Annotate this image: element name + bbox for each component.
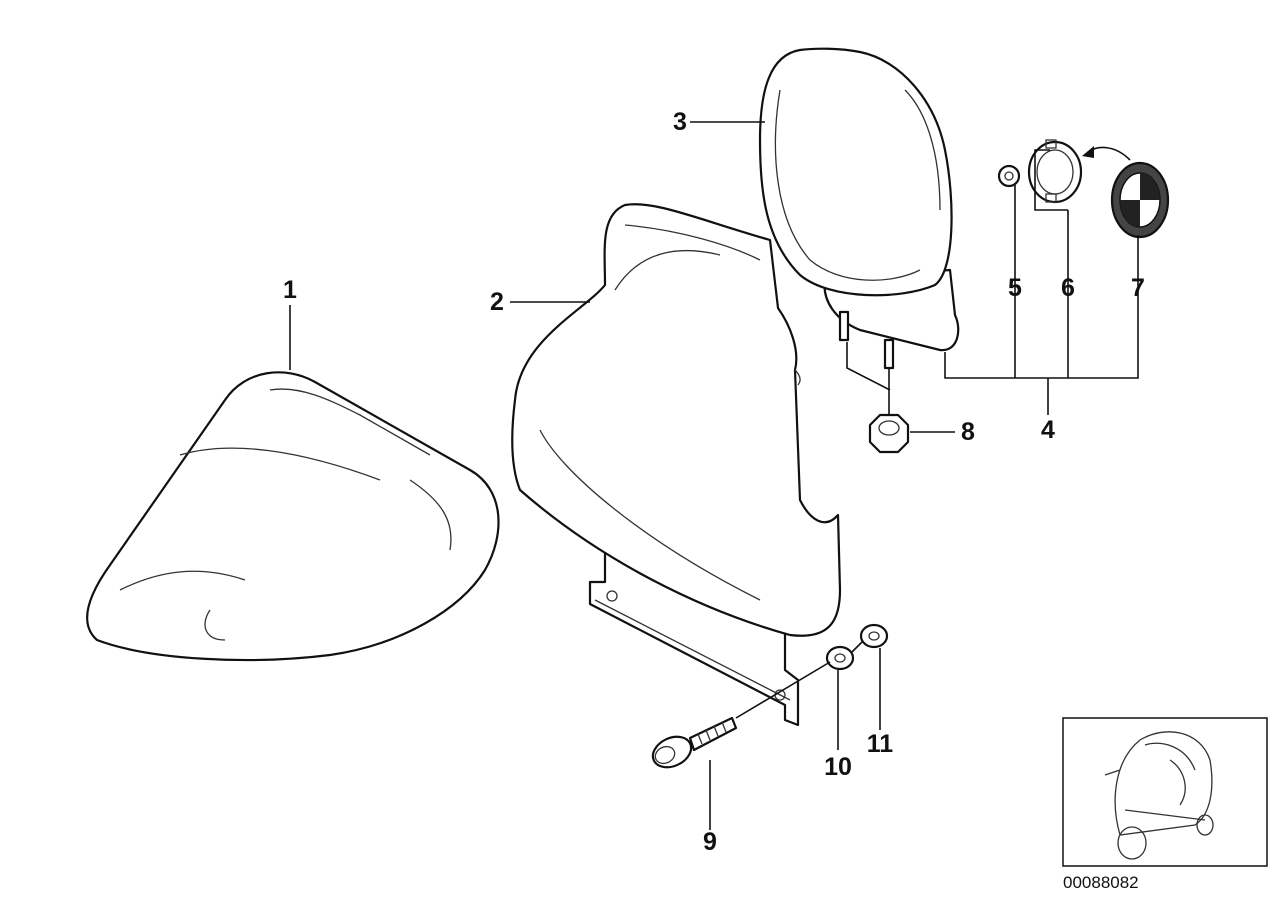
part-10-washer[interactable] <box>825 645 855 671</box>
callout-11: 11 <box>867 730 894 758</box>
callout-3: 3 <box>673 108 687 136</box>
part-5-nut[interactable] <box>997 164 1021 188</box>
diagram-number: 00088082 <box>1063 873 1139 892</box>
thumbnail-inset <box>1062 717 1268 867</box>
part-11-washer[interactable] <box>859 623 889 649</box>
callout-5: 5 <box>1008 274 1022 302</box>
part-9-screw[interactable] <box>648 716 738 773</box>
part-7-badge[interactable] <box>1082 146 1170 239</box>
part-2-backrest[interactable] <box>511 203 842 727</box>
callout-4: 4 <box>1041 416 1055 444</box>
leader-lines <box>289 121 1139 830</box>
callout-2: 2 <box>490 288 504 316</box>
part-8-hex-nut[interactable] <box>868 413 910 454</box>
callout-8: 8 <box>961 418 975 446</box>
scooter-illustration <box>1104 731 1214 860</box>
callout-6: 6 <box>1061 274 1075 302</box>
part-1-side-panel[interactable] <box>85 371 500 662</box>
part-3-headrest[interactable] <box>758 47 960 370</box>
callout-9: 9 <box>703 828 717 856</box>
part-6-ring[interactable] <box>1027 139 1083 204</box>
callout-10: 10 <box>824 753 852 781</box>
callout-1: 1 <box>283 276 297 304</box>
callout-7: 7 <box>1131 274 1145 302</box>
